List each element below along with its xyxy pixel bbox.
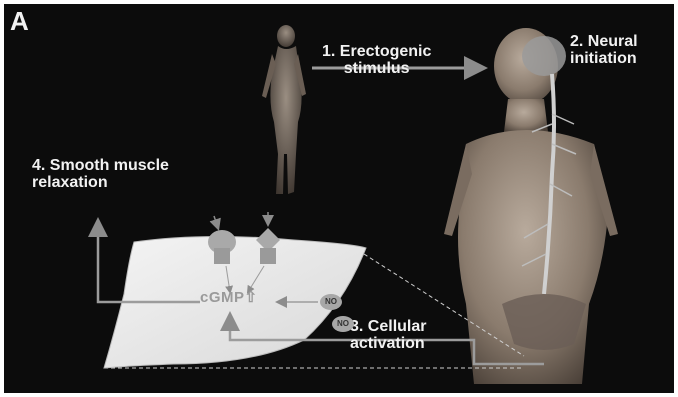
step3-line2: activation [350,336,426,353]
step4-line2: relaxation [32,175,169,192]
man-figure [444,28,618,384]
step3-line1: 3. Cellular [350,319,426,336]
cgmp-text: cGMP [200,289,245,306]
no-molecule: NO [320,294,342,310]
step2-line1: 2. Neural [570,34,638,51]
step2-line2: initiation [570,51,638,68]
cgmp-label: cGMP⇧ [200,290,258,306]
step1-line1: 1. Erectogenic [322,44,431,61]
step1-line2: stimulus [322,61,431,78]
step1-label: 1. Erectogenic stimulus [322,44,431,78]
step4-label: 4. Smooth muscle relaxation [32,158,169,192]
panel-letter: A [10,8,29,35]
diagram-panel: A 1. Erectogenic stimulus 2. Neural init… [4,4,674,393]
woman-figure [262,25,306,194]
step3-label: 3. Cellular activation [350,319,426,353]
up-arrow-icon: ⇧ [245,289,258,306]
step4-line1: 4. Smooth muscle [32,158,169,175]
no-molecule: NO [332,316,354,332]
step2-label: 2. Neural initiation [570,34,638,68]
